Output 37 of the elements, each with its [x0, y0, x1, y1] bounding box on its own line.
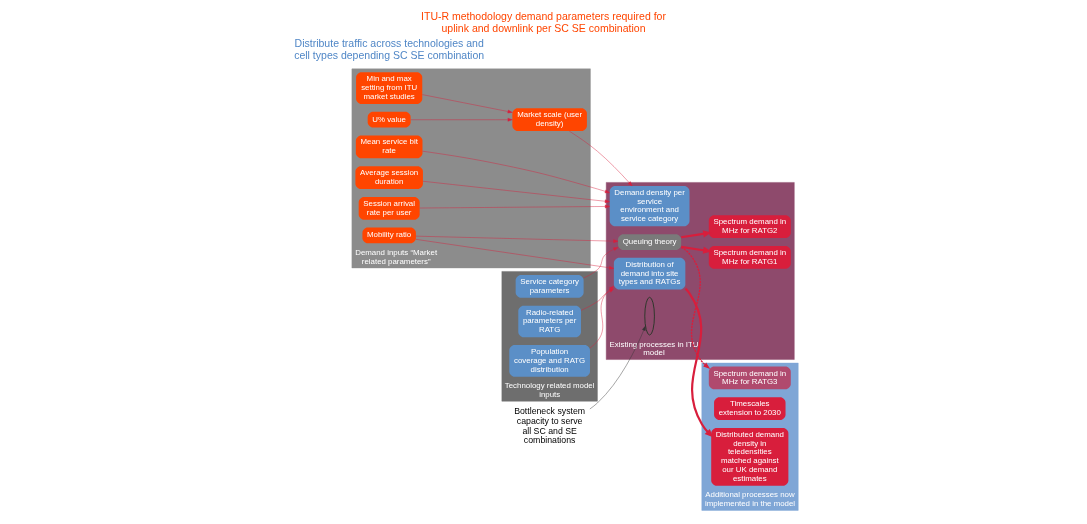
arrow — [684, 287, 714, 438]
arrow — [681, 245, 712, 254]
arrow — [422, 150, 610, 194]
node-box: Demand density per service environment and service category — [609, 185, 690, 227]
node-box: Radio-related parameters per RATG — [518, 305, 581, 338]
arrow — [681, 230, 712, 239]
node-box: Mean service bit rate — [355, 135, 423, 159]
node-box: U% value — [367, 111, 411, 128]
arrow — [589, 325, 646, 410]
node-box: Distributed demand density in teledensities matched against our UK demand estimates — [711, 427, 789, 486]
arrow — [583, 247, 619, 279]
node-box: Timescales extension to 2030 — [714, 397, 786, 421]
node-box: Market scale (user density) — [512, 108, 587, 132]
node-box: Population coverage and RATG distribution — [509, 345, 590, 377]
node-text: Bottleneck system capacity to serve all SC and SE combinations — [514, 406, 586, 446]
node-box: Queuing theory — [618, 234, 682, 250]
arrow — [410, 117, 513, 122]
arrow — [589, 286, 614, 349]
node-box: Average session duration — [355, 166, 423, 189]
arrow — [569, 130, 633, 187]
node-box: Spectrum demand in MHz for RATG1 — [708, 246, 791, 269]
node-box: Service category parameters — [515, 274, 584, 298]
node-box: Mobility ratio — [362, 227, 416, 244]
diagram-title: ITU-R methodology demand parameters required for uplink and downlink per SC SE combination — [421, 10, 666, 34]
node-box: Spectrum demand in MHz for RATG2 — [708, 215, 791, 239]
label: Distribute traffic across technologies and cell types depending SC SE combination — [294, 37, 485, 61]
arrow — [422, 94, 513, 114]
arrow — [415, 239, 614, 270]
arrow — [680, 246, 711, 369]
arrow — [419, 204, 610, 209]
node-box: Spectrum demand in MHz for RATG3 — [708, 366, 791, 390]
node-box: Distribution of demand into site types and RATGs — [613, 257, 686, 290]
arrow — [580, 288, 615, 311]
node-box: Min and max setting from ITU market studies — [356, 72, 423, 104]
node-box: Session arrival rate per user — [358, 196, 420, 220]
arrow — [415, 235, 619, 243]
arrow — [422, 181, 610, 203]
